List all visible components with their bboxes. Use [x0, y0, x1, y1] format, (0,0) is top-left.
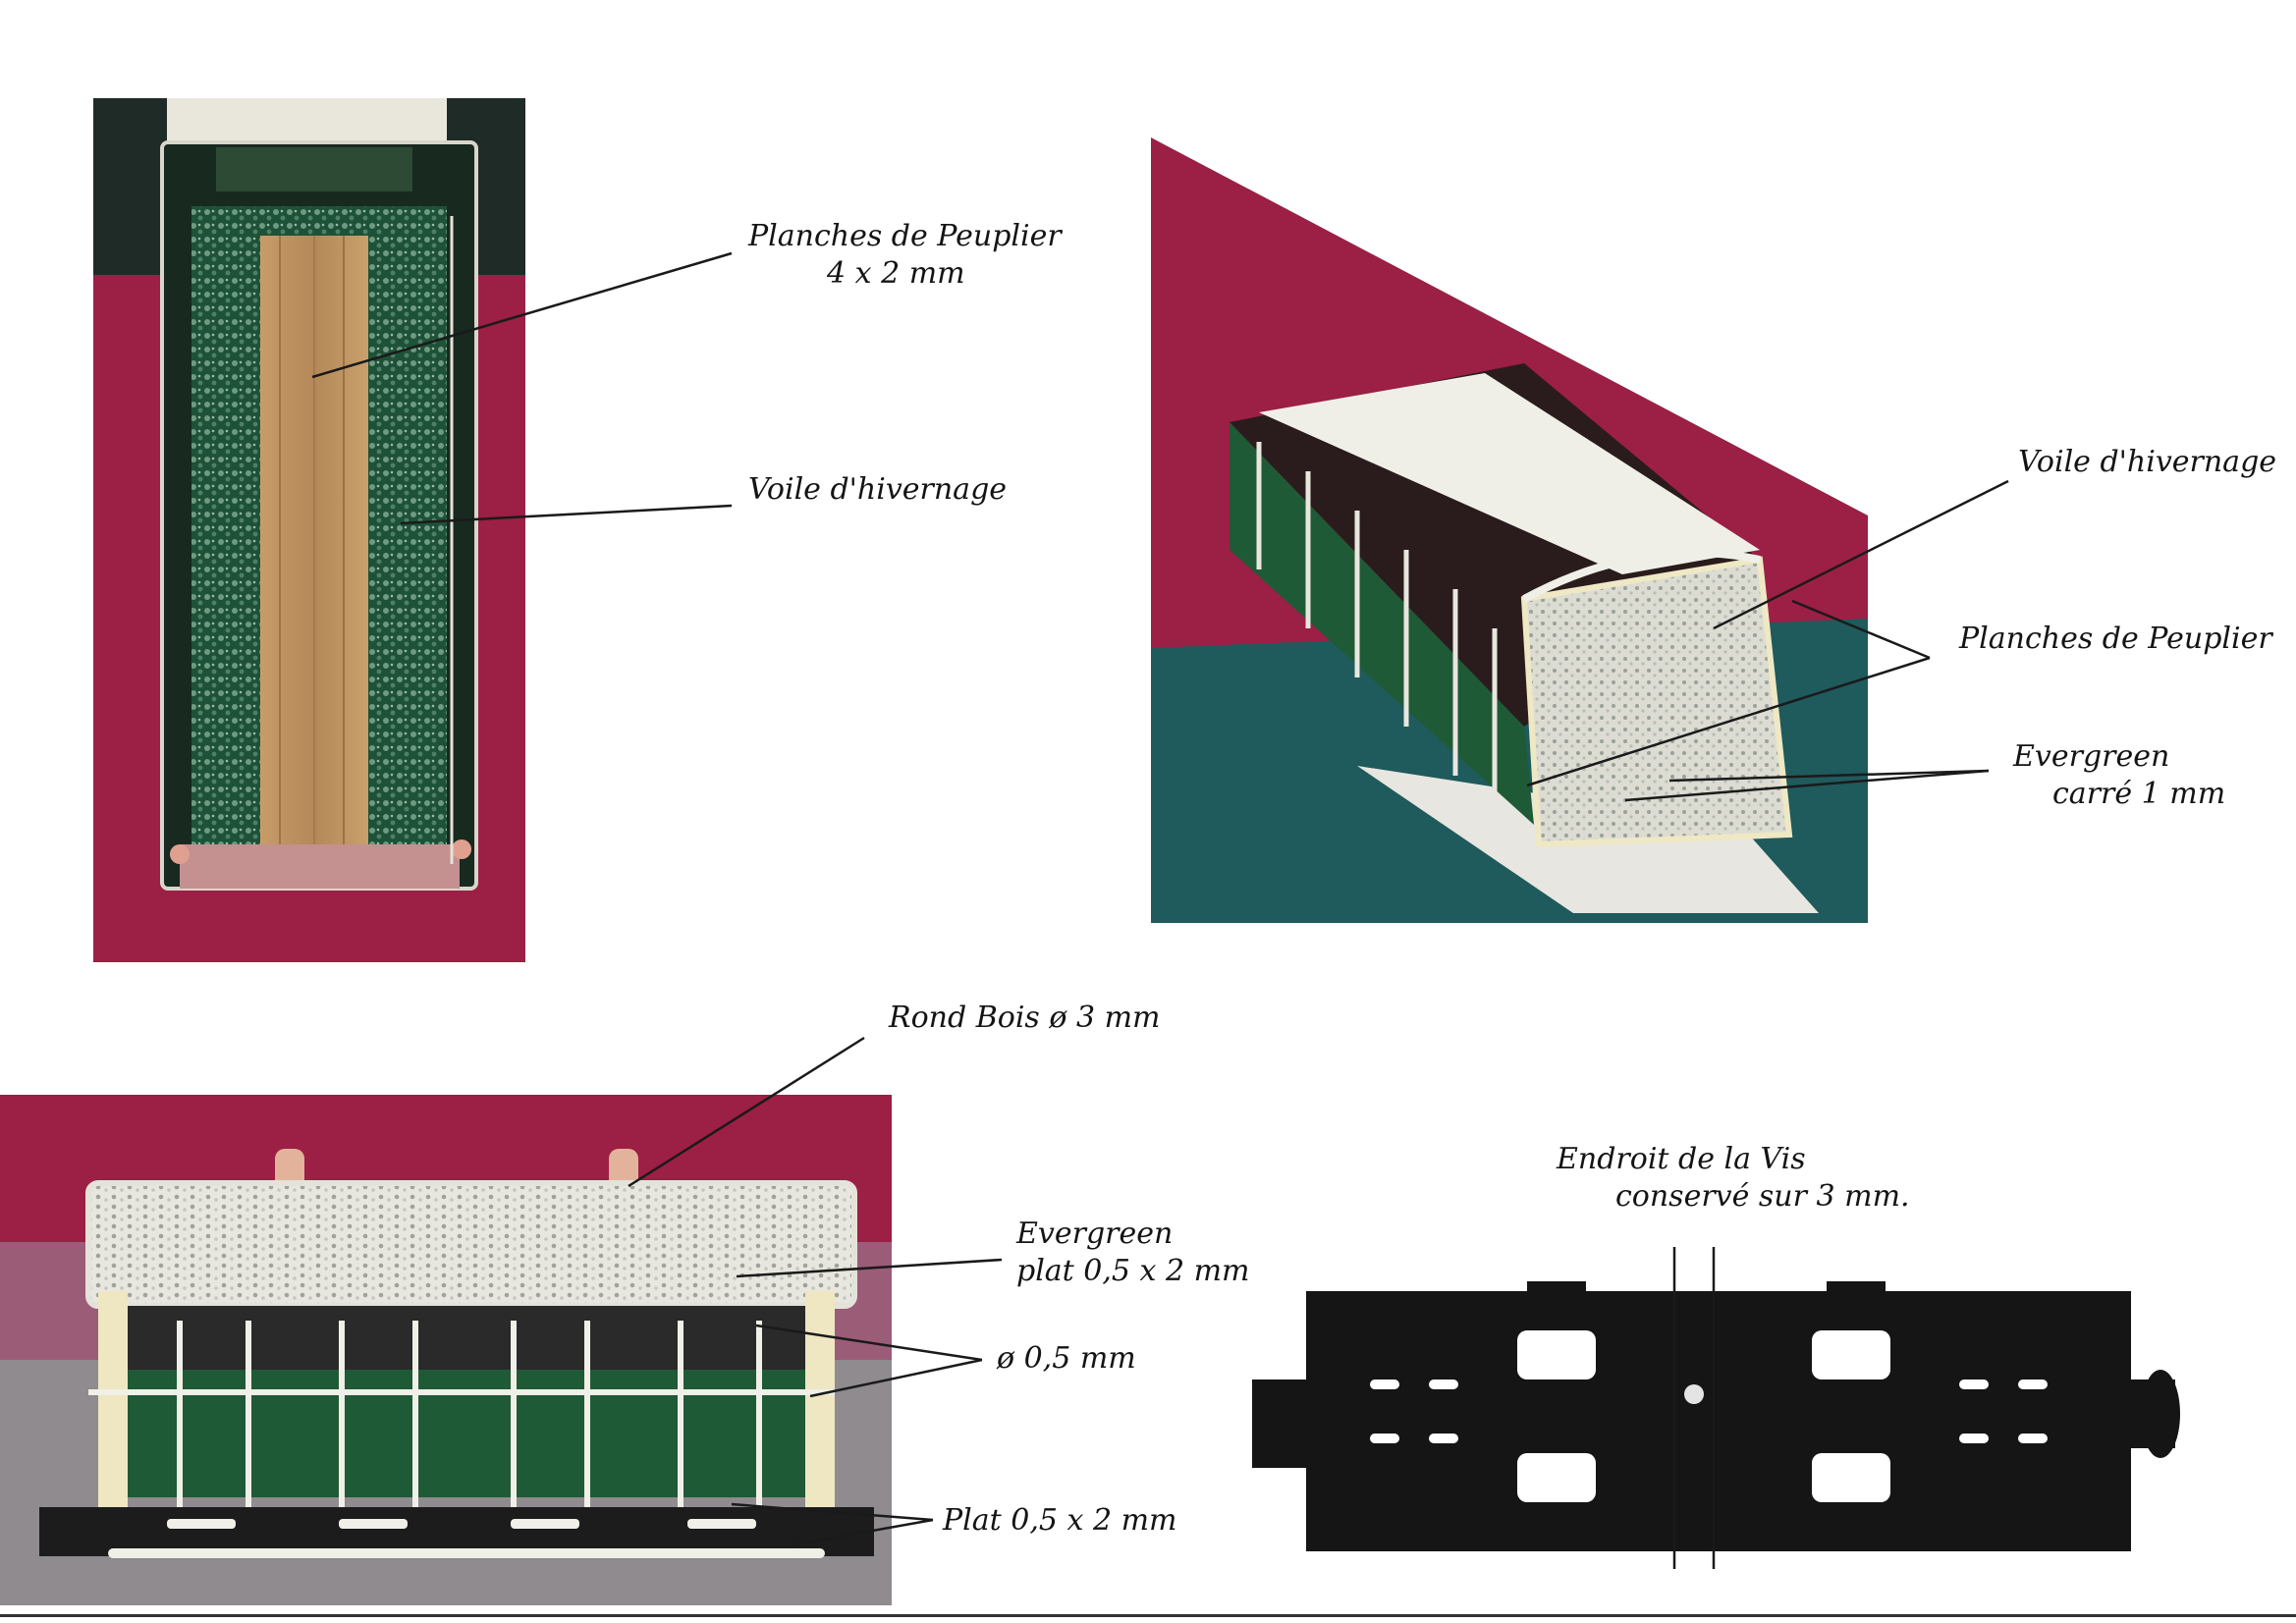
photo-three-quarter-view [1151, 137, 1868, 923]
photo-side-view [0, 1095, 892, 1605]
label-evergreen-plat: Evergreen plat 0,5 x 2 mm [1016, 1217, 1250, 1288]
wagon-side-illustration [0, 1095, 892, 1605]
label-endroit-vis: Endroit de la Vis conservé sur 3 mm. [1557, 1142, 1910, 1214]
photo-top-view [93, 98, 525, 962]
chassis-silhouette [1252, 1281, 2180, 1551]
label-voile-top-left: Voile d'hivernage [748, 472, 1008, 507]
wagon-top-view-illustration [93, 98, 525, 962]
label-evergreen-top-right: Evergreen carré 1 mm [2013, 739, 2226, 811]
page-bottom-rule [0, 1614, 2296, 1617]
photo-chassis [1232, 1232, 2190, 1586]
label-plat-05x2: Plat 0,5 x 2 mm [943, 1503, 1177, 1538]
label-rond-bois: Rond Bois ø 3 mm [889, 1001, 1161, 1035]
label-planches-top-right: Planches de Peuplier [1959, 622, 2272, 656]
label-planches-top-left: Planches de Peuplier 4 x 2 mm [748, 219, 1062, 291]
label-diameter-05: ø 0,5 mm [997, 1341, 1136, 1376]
wagon-three-quarter-illustration [1151, 137, 1868, 923]
label-voile-top-right: Voile d'hivernage [2018, 445, 2277, 479]
